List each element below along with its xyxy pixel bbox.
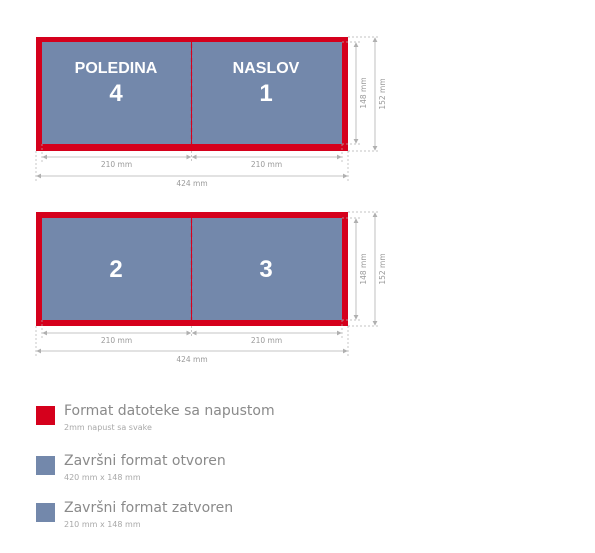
page-number-2: 2	[109, 256, 122, 283]
dimension-lines	[36, 212, 378, 354]
dim-width-right: 210 mm	[251, 336, 282, 345]
legend-item-open-format: Završni format otvoren 420 mm x 148 mm	[36, 453, 436, 497]
spread-bottom: 2 3 210 mm 210 mm 424 mm 148 mm 152 mm	[35, 211, 387, 364]
legend-item-bleed-format: Format datoteke sa napustom 2mm napust s…	[36, 403, 436, 447]
legend-title: Završni format zatvoren	[64, 500, 234, 516]
legend-subtitle: 2mm napust sa svake	[64, 423, 152, 432]
guide-lines	[35, 211, 380, 356]
dim-height-inner: 148 mm	[359, 253, 368, 284]
legend-title: Format datoteke sa napustom	[64, 403, 275, 419]
page-number-4: 4	[109, 80, 123, 107]
dim-width-total: 424 mm	[176, 355, 207, 364]
page-number-3: 3	[259, 256, 272, 283]
dimension-lines	[36, 37, 378, 179]
legend-subtitle: 210 mm x 148 mm	[64, 520, 141, 529]
dim-width-left: 210 mm	[101, 160, 132, 169]
page-3	[192, 218, 342, 320]
spread-top: POLEDINA 4 NASLOV 1 210 mm 210 mm 424 mm	[35, 36, 387, 188]
dim-height-outer: 152 mm	[378, 78, 387, 109]
guide-lines	[35, 36, 380, 181]
red-swatch-icon	[36, 406, 55, 425]
page-2	[42, 218, 191, 320]
page-number-1: 1	[259, 80, 272, 107]
dim-width-right: 210 mm	[251, 160, 282, 169]
page-label-naslov: NASLOV	[233, 60, 300, 77]
page-poledina	[42, 42, 191, 144]
dim-height-inner: 148 mm	[359, 77, 368, 108]
dim-width-left: 210 mm	[101, 336, 132, 345]
legend-item-closed-format: Završni format zatvoren 210 mm x 148 mm	[36, 500, 436, 544]
legend-title: Završni format otvoren	[64, 453, 226, 469]
page-label-poledina: POLEDINA	[75, 60, 158, 77]
blue-swatch-icon	[36, 456, 55, 475]
dim-width-total: 424 mm	[176, 179, 207, 188]
dim-height-outer: 152 mm	[378, 253, 387, 284]
page-naslov	[192, 42, 342, 144]
blue-swatch-icon	[36, 503, 55, 522]
legend-subtitle: 420 mm x 148 mm	[64, 473, 141, 482]
